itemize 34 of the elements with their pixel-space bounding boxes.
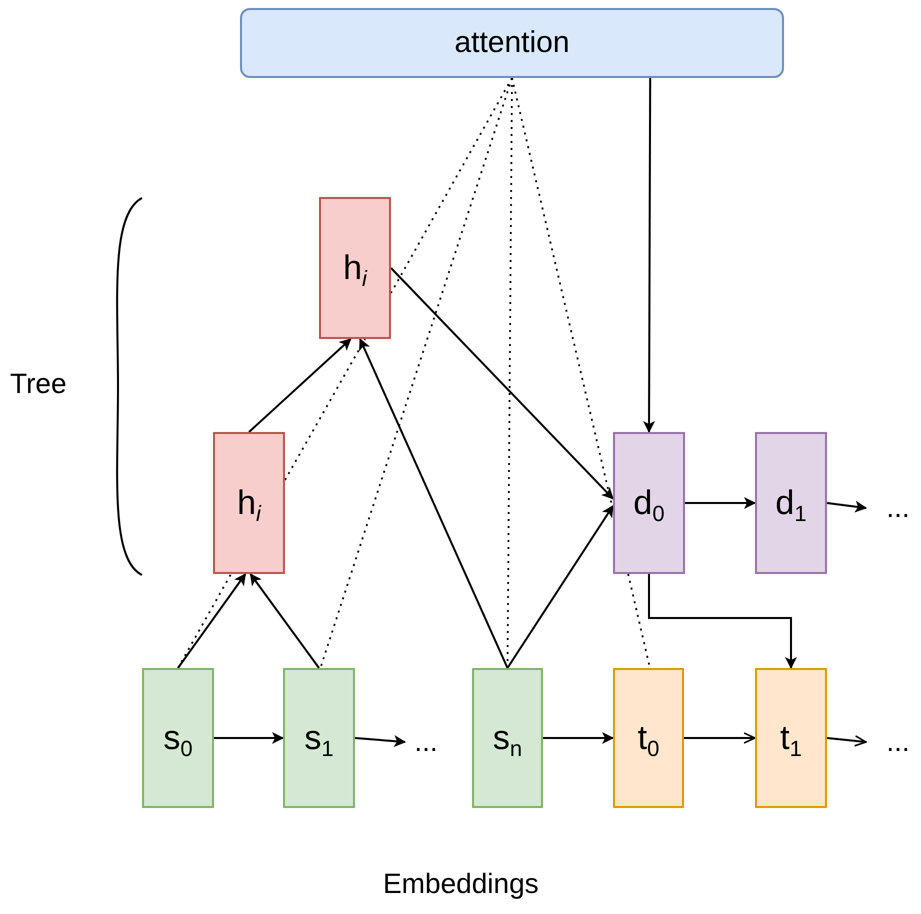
hidden-state-box: h$_{i}$ [213,432,285,574]
group-label: Embeddings [383,868,539,900]
arrow [390,267,614,500]
dotted-line [390,78,513,294]
arrow [685,497,756,509]
arrow [177,573,246,669]
target-box: t$_{0}$ [613,668,684,808]
arrow [826,735,867,747]
arrow [214,732,284,744]
dotted-line [284,338,366,480]
dotted-line [177,574,232,668]
group-label: Tree [10,368,67,400]
arrow [506,505,614,669]
embedding-box: s$_{n}$ [472,668,543,808]
arrow [359,338,508,668]
ellipsis-text: ... [878,488,918,528]
arrow [250,573,320,669]
arrow [354,735,406,748]
embedding-box: s$_{0}$ [142,668,214,808]
ellipsis-text: ... [405,722,447,762]
decoder-box: d$_{0}$ [613,432,685,574]
ellipsis-text: ... [878,722,918,762]
embedding-box: s$_{1}$ [283,668,355,808]
hidden-state-box: h$_{i}$ [319,197,391,339]
attention-box: attention [240,8,784,78]
arrow [648,574,797,669]
decoder-box: d$_{1}$ [755,432,827,574]
arrow [543,732,614,744]
arrow [826,500,867,513]
dotted-line [320,78,513,668]
arrow [248,338,352,433]
arrow [684,732,756,744]
target-box: t$_{1}$ [755,668,827,808]
arrow [643,78,656,433]
